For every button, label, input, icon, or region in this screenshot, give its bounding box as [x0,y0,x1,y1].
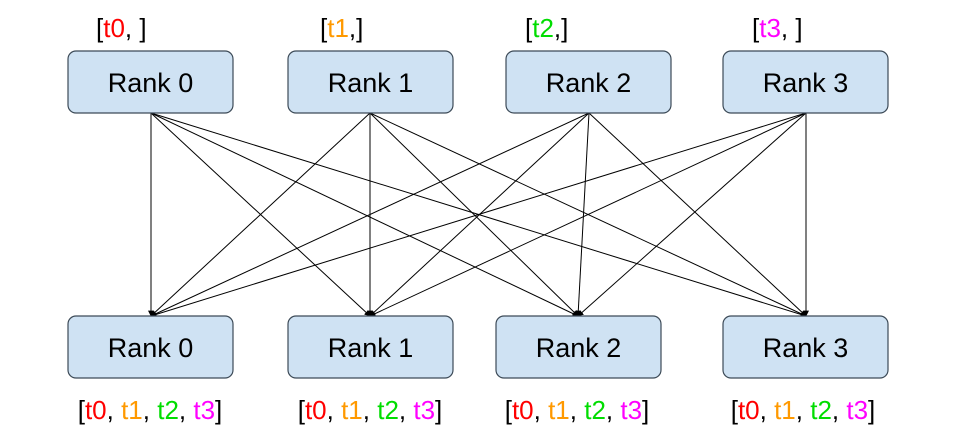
bottom-output-label-0: [t0, t1, t2, t3] [78,395,223,425]
close-bracket: ] [868,395,875,425]
open-bracket: [ [525,13,533,43]
edge-top1-to-bottom0 [150,112,371,317]
top-input-label-1: [t1,] [320,13,363,43]
top-rank-label-1: Rank 1 [328,68,414,98]
tensor-t0: t0 [103,13,125,43]
bottom-rank-box-2: Rank 2 [495,315,662,379]
tensor-t2: t2 [377,395,399,425]
top-input-label-3: [t3, ] [752,13,803,43]
tensor-t3: t3 [846,395,868,425]
open-bracket: [ [752,13,760,43]
bottom-rank-label-1: Rank 1 [328,333,414,363]
separator: , [179,395,193,425]
edge-top0-to-bottom2 [150,112,579,317]
separator: , [143,395,157,425]
close-bracket: ] [642,395,649,425]
separator: , [327,395,341,425]
close-bracket: ,] [349,13,363,43]
edges-layer [148,112,809,318]
tensor-t0: t0 [738,395,760,425]
top-rank-box-0: Rank 0 [67,50,234,114]
bottom-rank-box-1: Rank 1 [287,315,454,379]
bottom-rank-label-2: Rank 2 [536,333,622,363]
close-bracket: ] [215,395,222,425]
separator: , [399,395,413,425]
top-rank-label-0: Rank 0 [108,68,194,98]
open-bracket: [ [298,395,306,425]
tensor-t0: t0 [512,395,534,425]
separator: , [606,395,620,425]
bottom-output-label-3: [t0, t1, t2, t3] [731,395,876,425]
tensor-t1: t1 [774,395,796,425]
close-bracket: ] [435,395,442,425]
bottom-rank-box-3: Rank 3 [722,315,889,379]
edge-top2-to-bottom3 [588,112,807,317]
open-bracket: [ [96,13,104,43]
top-rank-label-2: Rank 2 [546,68,632,98]
tensor-t1: t1 [548,395,570,425]
bottom-output-label-2: [t0, t1, t2, t3] [505,395,650,425]
edge-top2-to-bottom2 [575,112,590,317]
tensor-t1: t1 [327,13,349,43]
close-bracket: , ] [781,13,803,43]
separator: , [534,395,548,425]
edge-top3-to-bottom0 [150,112,807,318]
tensor-t2: t2 [157,395,179,425]
close-bracket: ,] [554,13,568,43]
tensor-t3: t3 [620,395,642,425]
separator: , [796,395,810,425]
bottom-rank-box-0: Rank 0 [67,315,234,379]
tensor-t1: t1 [341,395,363,425]
close-bracket: , ] [125,13,147,43]
separator: , [832,395,846,425]
bottom-output-label-1: [t0, t1, t2, t3] [298,395,443,425]
separator: , [363,395,377,425]
top-input-label-0: [t0, ] [96,13,147,43]
tensor-t2: t2 [810,395,832,425]
top-rank-box-2: Rank 2 [505,50,672,114]
separator: , [570,395,584,425]
tensor-t3: t3 [759,13,781,43]
tensor-t1: t1 [121,395,143,425]
bottom-rank-label-3: Rank 3 [763,333,849,363]
top-rank-box-1: Rank 1 [287,50,454,114]
edge-top1-to-bottom2 [369,112,579,317]
tensor-t3: t3 [193,395,215,425]
tensor-t0: t0 [85,395,107,425]
top-input-label-2: [t2,] [525,13,568,43]
open-bracket: [ [320,13,328,43]
open-bracket: [ [731,395,739,425]
separator: , [107,395,121,425]
tensor-t3: t3 [413,395,435,425]
edge-top3-to-bottom2 [577,112,807,317]
tensor-t0: t0 [305,395,327,425]
edge-top2-to-bottom0 [150,112,590,317]
open-bracket: [ [78,395,86,425]
top-rank-label-3: Rank 3 [763,68,849,98]
separator: , [760,395,774,425]
edge-top3-to-bottom1 [369,112,807,317]
bottom-rank-label-0: Rank 0 [108,333,194,363]
top-rank-box-3: Rank 3 [722,50,889,114]
tensor-t2: t2 [532,13,554,43]
open-bracket: [ [505,395,513,425]
tensor-t2: t2 [584,395,606,425]
